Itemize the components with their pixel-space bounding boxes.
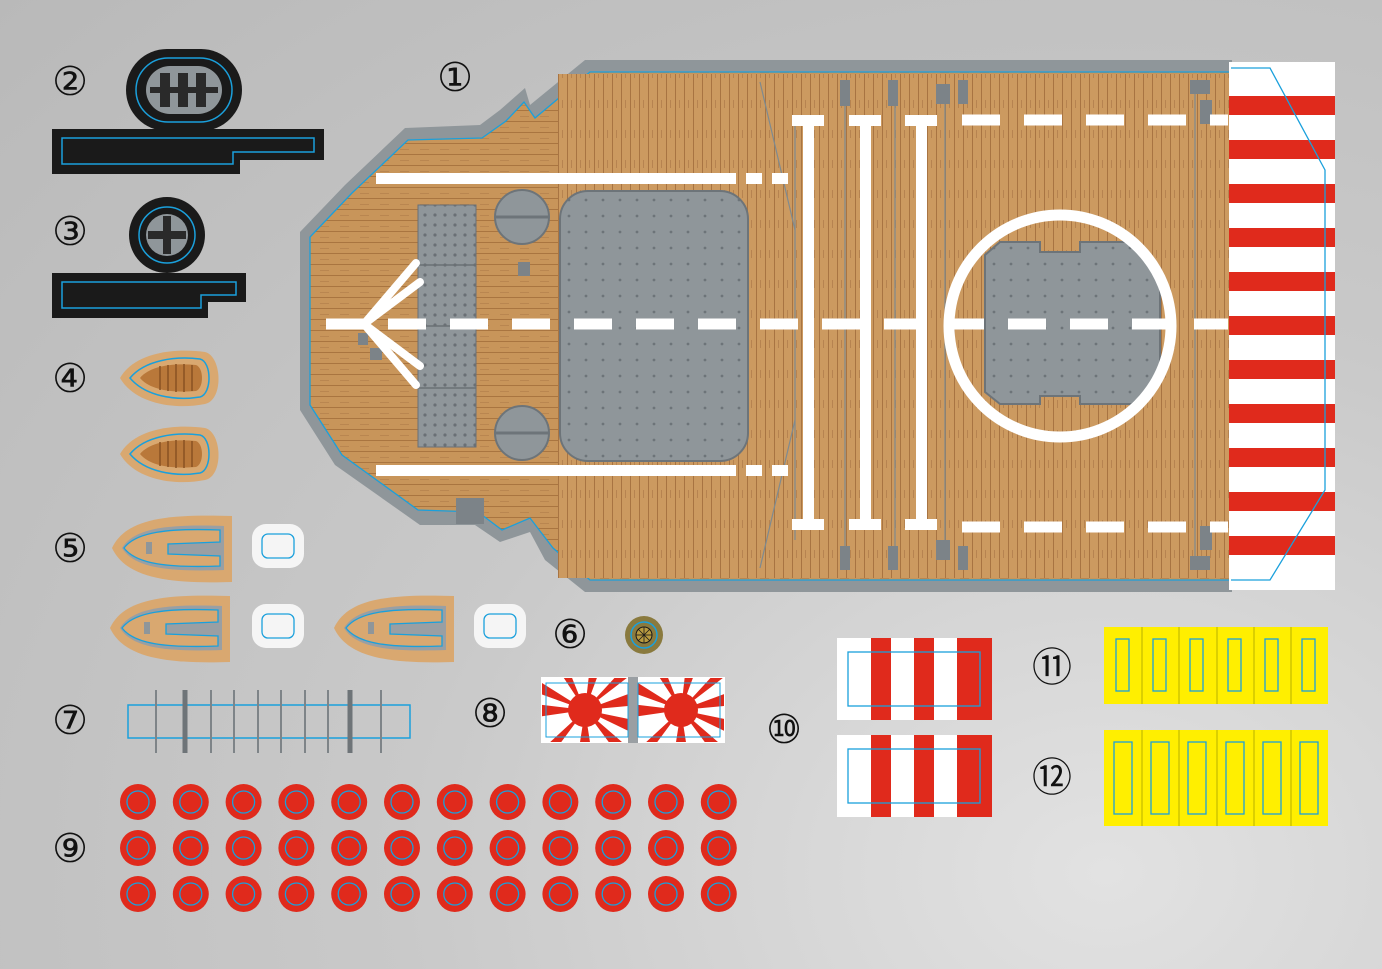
roundel-cut-line [707, 790, 731, 814]
part-number-5: ⑤ [52, 526, 88, 572]
roundel-cut-line [443, 790, 467, 814]
roundel-cut-line [548, 836, 573, 860]
roundel-cut-line [126, 882, 150, 906]
roundel-cut-line [284, 882, 309, 906]
roundel-cut-line [495, 790, 520, 814]
hinomaru-roundel-icon [278, 876, 315, 912]
roundel-cut-line [495, 882, 520, 906]
roundel-cut-line [654, 790, 678, 814]
roundel-cut-line [601, 836, 625, 860]
hinomaru-roundel-icon [278, 830, 315, 866]
roundel-cut-line [126, 790, 150, 814]
hinomaru-roundel-icon [436, 830, 473, 866]
hinomaru-roundel-icon [120, 784, 156, 820]
hinomaru-roundel-icon [648, 876, 684, 912]
hinomaru-roundel-icon [489, 784, 526, 820]
roundel-cut-line [443, 882, 467, 906]
roundel-cut-line [390, 882, 414, 906]
hinomaru-roundel-icon [436, 784, 473, 820]
roundel-cut-line [601, 882, 625, 906]
hinomaru-roundel-icon [225, 784, 262, 820]
part-number-9: ⑨ [52, 826, 88, 872]
hinomaru-roundel-icon [120, 876, 156, 912]
roundel-cut-line [390, 836, 414, 860]
hinomaru-roundel-icon [700, 830, 737, 866]
hinomaru-roundel-icon [384, 876, 420, 912]
roundel-cut-line [390, 790, 414, 814]
hinomaru-roundel-icon [225, 876, 262, 912]
hinomaru-roundel-icon [384, 784, 420, 820]
hinomaru-roundel-icon [489, 830, 526, 866]
hinomaru-roundel-icon [542, 830, 579, 866]
roundel-cut-line [284, 836, 309, 860]
hinomaru-roundel-icon [648, 784, 684, 820]
roundel-cut-line [707, 882, 731, 906]
roundel-cut-line [231, 790, 256, 814]
roundel-cut-line [284, 790, 309, 814]
hinomaru-roundel-icon [331, 784, 368, 820]
flight-deck-decal [300, 60, 1335, 592]
hinomaru-roundel-icon [331, 876, 368, 912]
roundel-cut-line [495, 836, 520, 860]
boat-decal-icon [120, 350, 219, 483]
roundel-cut-line [601, 790, 625, 814]
roundel-cut-line [548, 790, 573, 814]
part-3-decal [52, 197, 246, 318]
part-number-10: ⑩ [766, 707, 802, 753]
hinomaru-roundel-icon [489, 876, 526, 912]
roundel-cut-line [443, 836, 467, 860]
hinomaru-roundel-icon [648, 830, 684, 866]
hinomaru-roundel-icon [542, 784, 579, 820]
hinomaru-roundel-icon [700, 784, 737, 820]
hinomaru-roundel-icon [700, 876, 737, 912]
ladder-decal [127, 690, 411, 753]
part-number-11: ⑪ [1032, 645, 1072, 691]
hinomaru-roundel-icon [595, 876, 632, 912]
hinomaru-roundel-icon [331, 830, 368, 866]
part-2-decal [52, 49, 324, 174]
launch-decals [110, 515, 526, 663]
hinomaru-roundel-icon [172, 830, 209, 866]
roundel-cut-line [179, 882, 203, 906]
hinomaru-roundel-icon [172, 784, 209, 820]
part-number-12: ⑫ [1032, 755, 1072, 801]
chrysanthemum-crest-icon [625, 616, 663, 654]
roundel-cut-line [179, 836, 203, 860]
roundel-cut-line [654, 882, 678, 906]
roundel-cut-line [654, 836, 678, 860]
yellow-decals [1104, 627, 1328, 826]
hinomaru-roundel-icon [172, 876, 209, 912]
roundel-cut-line [707, 836, 731, 860]
roundel-cut-line [337, 882, 361, 906]
part-number-8: ⑧ [472, 691, 508, 737]
stripe-decals [837, 638, 992, 817]
hinomaru-roundel-icon [595, 830, 632, 866]
part-number-2: ② [52, 59, 88, 105]
hinomaru-roundel-icon [278, 784, 315, 820]
part-number-4: ④ [52, 356, 88, 402]
roundel-cut-line [126, 836, 150, 860]
hinomaru-roundels [120, 784, 737, 912]
part-number-6: ⑥ [552, 612, 588, 658]
hinomaru-roundel-icon [595, 784, 632, 820]
roundel-cut-line [179, 790, 203, 814]
part-number-1: ① [437, 55, 473, 101]
hinomaru-roundel-icon [384, 830, 420, 866]
hatch-small-icon [494, 189, 550, 461]
hinomaru-roundel-icon [120, 830, 156, 866]
roundel-cut-line [231, 836, 256, 860]
part-number-3: ③ [52, 209, 88, 255]
roundel-cut-line [337, 790, 361, 814]
part-number-7: ⑦ [52, 698, 88, 744]
hinomaru-roundel-icon [436, 876, 473, 912]
roundel-cut-line [231, 882, 256, 906]
hinomaru-roundel-icon [225, 830, 262, 866]
roundel-cut-line [337, 836, 361, 860]
roundel-cut-line [548, 882, 573, 906]
hinomaru-roundel-icon [542, 876, 579, 912]
rising-sun-flag-icon [541, 677, 725, 743]
